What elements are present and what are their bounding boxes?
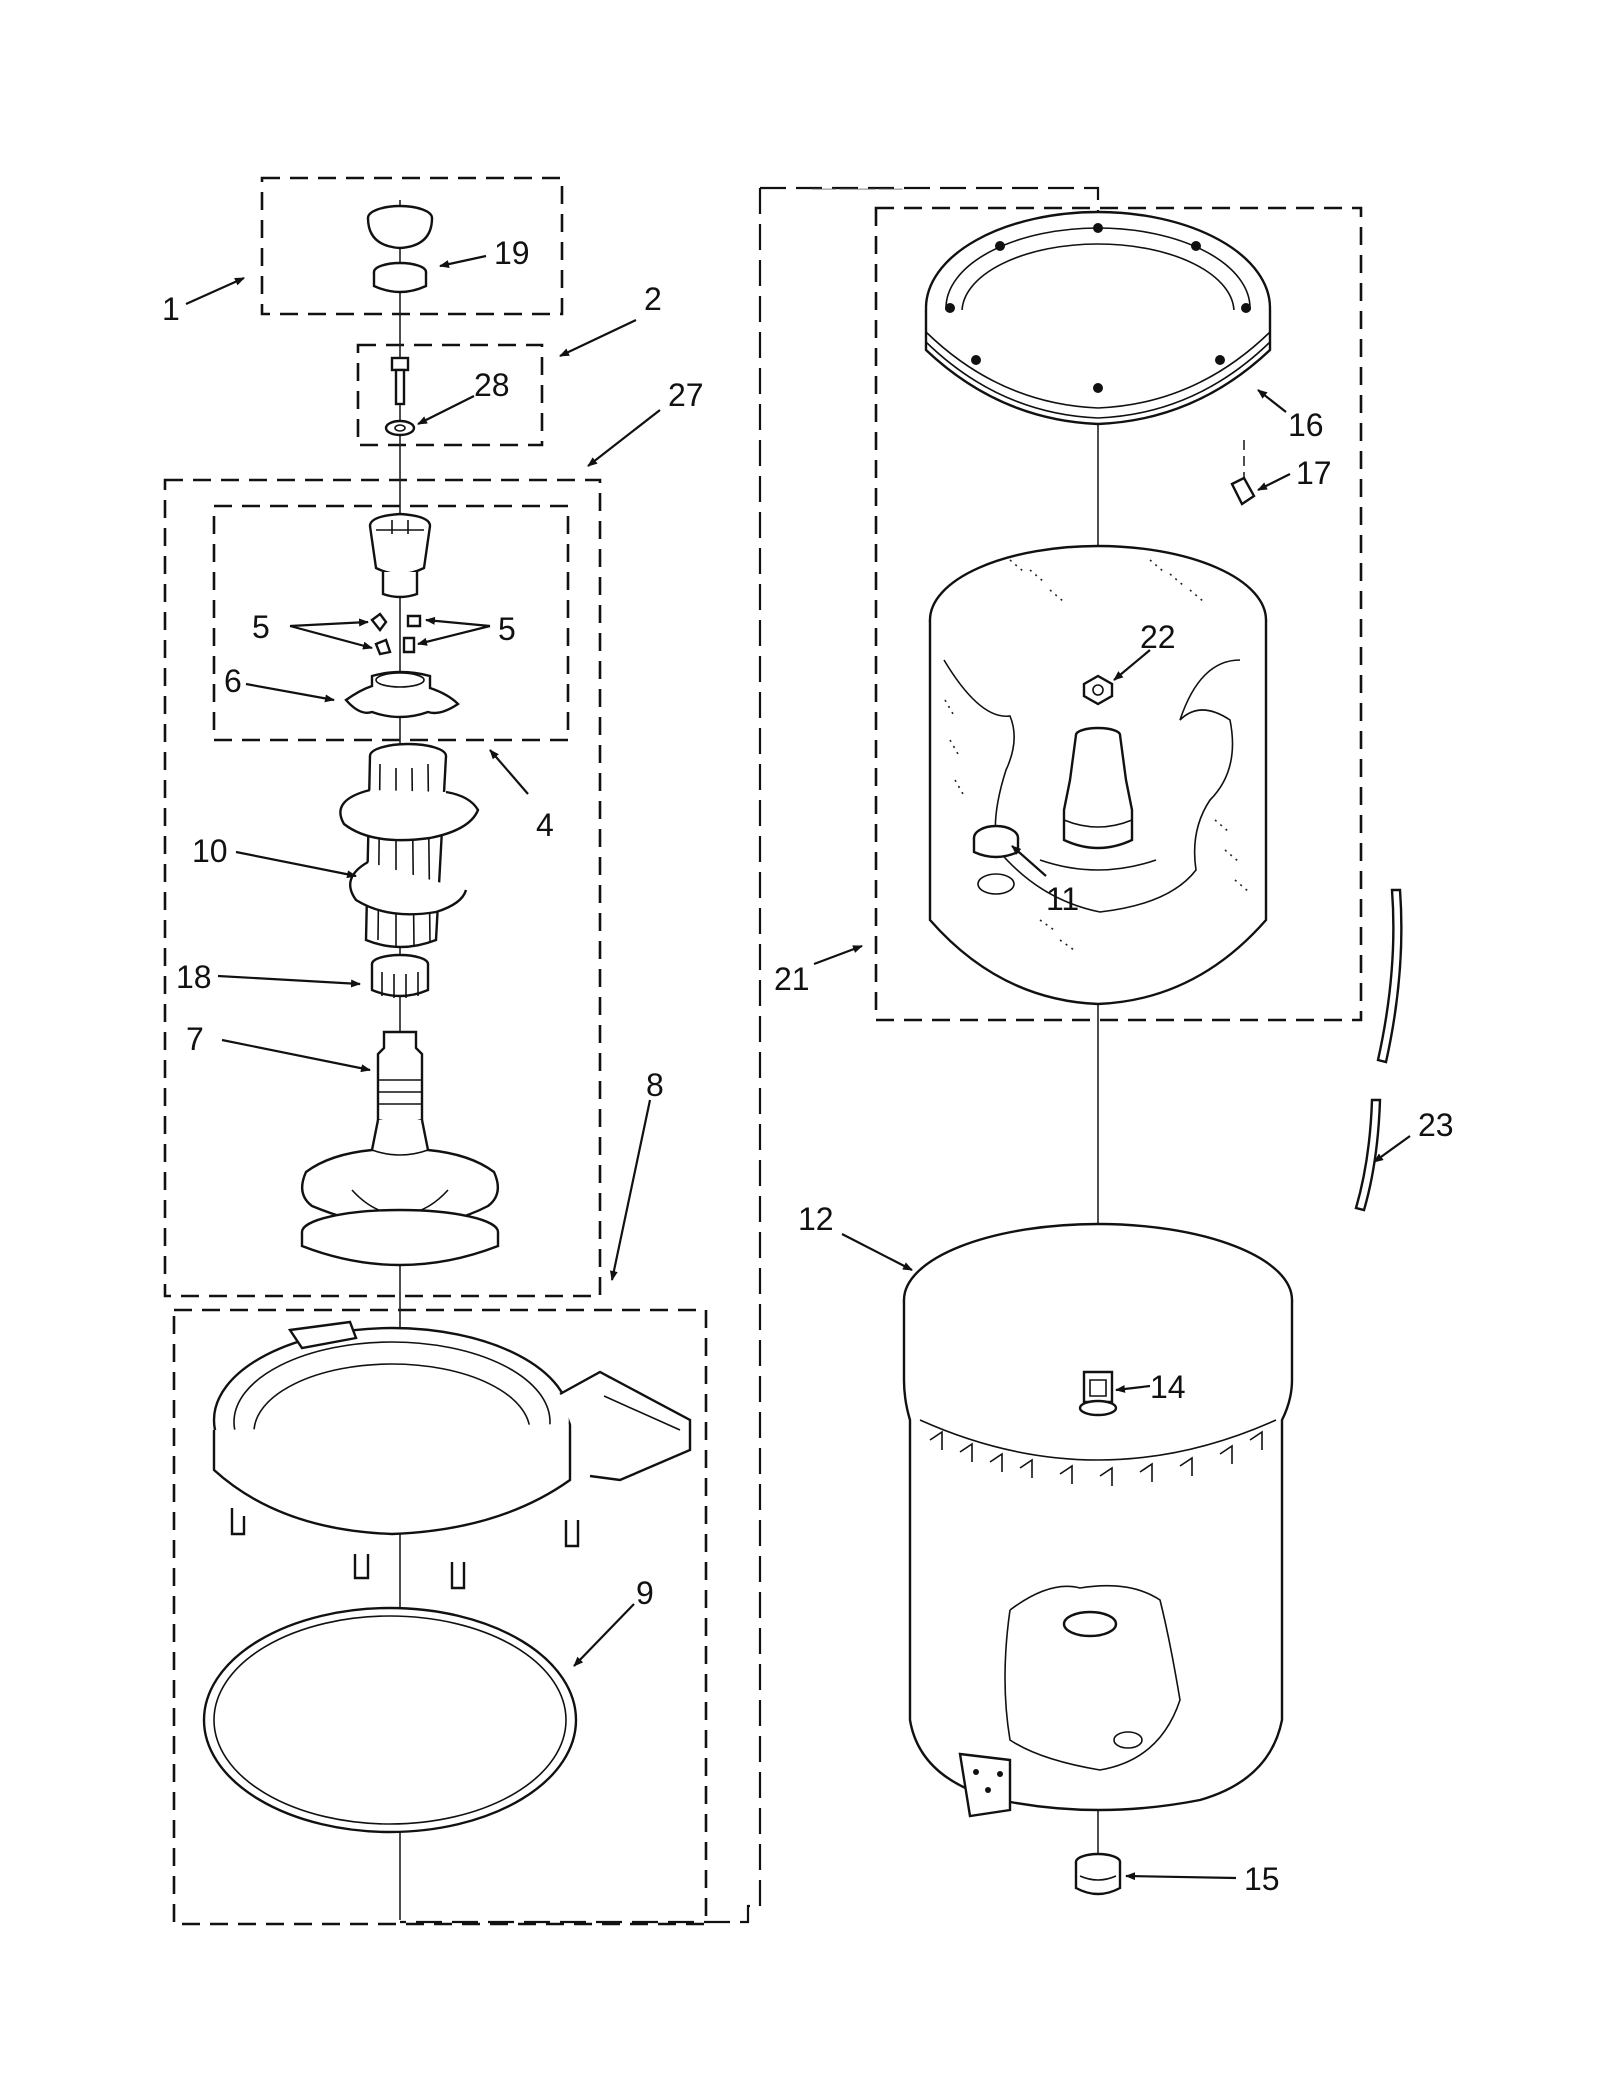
group-box-2 <box>356 343 544 447</box>
group-box-1 <box>260 176 564 316</box>
leader-2 <box>559 319 637 357</box>
leader-27 <box>587 409 661 467</box>
leader-5a-1 <box>289 618 369 628</box>
label-5-left: 5 <box>252 609 270 645</box>
part-19-cap <box>366 204 434 294</box>
label-21: 21 <box>774 961 810 997</box>
group-box-27 <box>163 478 602 1298</box>
part-6-retainer <box>344 670 460 719</box>
part-18-bearing <box>370 953 430 998</box>
part-7-base <box>300 1030 500 1267</box>
leader-11 <box>1011 845 1047 877</box>
leader-4 <box>489 749 529 795</box>
part-5-dogs <box>370 612 422 656</box>
part-12-outer-tub <box>902 1222 1294 1818</box>
label-8: 8 <box>646 1067 664 1103</box>
label-27: 27 <box>668 377 704 413</box>
label-1: 1 <box>162 291 180 327</box>
leader-9 <box>573 1603 635 1667</box>
part-16-balance-ring <box>924 210 1272 426</box>
label-19: 19 <box>494 235 530 271</box>
leader-12 <box>841 1233 913 1271</box>
label-7: 7 <box>186 1021 204 1057</box>
label-28: 28 <box>474 367 510 403</box>
group-box-8 <box>172 1308 708 1926</box>
label-22: 22 <box>1140 619 1176 655</box>
label-11: 11 <box>1046 881 1079 917</box>
part-17-clip <box>1230 440 1256 506</box>
leader-6 <box>245 682 335 703</box>
label-12: 12 <box>798 1201 834 1237</box>
label-10: 10 <box>192 833 228 869</box>
leader-8 <box>609 1099 652 1281</box>
label-18: 18 <box>176 959 212 995</box>
leader-7 <box>221 1038 371 1073</box>
part-21-basket <box>928 544 1268 1006</box>
leader-21 <box>813 944 863 966</box>
label-17: 17 <box>1296 455 1332 491</box>
leader-17 <box>1257 473 1291 491</box>
leader-16 <box>1257 389 1287 413</box>
label-15: 15 <box>1244 1861 1280 1897</box>
label-5-right: 5 <box>498 611 516 647</box>
leader-5a-2 <box>289 624 373 650</box>
part-15-plug <box>1074 1852 1122 1896</box>
label-6: 6 <box>224 663 242 699</box>
leader-19 <box>439 254 487 268</box>
leader-1 <box>185 276 245 306</box>
group-box-4 <box>212 504 570 742</box>
part-4-cam <box>368 512 432 599</box>
leader-15 <box>1125 1872 1237 1881</box>
leader-18 <box>217 974 361 988</box>
label-16: 16 <box>1288 407 1324 443</box>
leader-5b-1 <box>425 616 491 628</box>
leader-10 <box>235 850 357 879</box>
leader-14 <box>1115 1384 1151 1393</box>
part-10-auger <box>339 742 480 949</box>
label-14: 14 <box>1150 1369 1186 1405</box>
part-8-tub-ring <box>212 1320 692 1590</box>
leader-22 <box>1113 649 1151 681</box>
leader-23 <box>1373 1135 1411 1163</box>
label-23: 23 <box>1418 1107 1454 1143</box>
label-9: 9 <box>636 1575 654 1611</box>
label-4: 4 <box>536 807 554 843</box>
part-9-seal <box>202 1606 578 1834</box>
group-box-21 <box>874 206 1363 1022</box>
leader-28 <box>417 395 475 425</box>
part-28-bolt <box>384 356 416 437</box>
part-23-hose <box>1354 888 1403 1212</box>
label-2: 2 <box>644 281 662 317</box>
faint-top-text: —— ——— —— <box>812 181 903 195</box>
leader-5b-2 <box>417 624 491 646</box>
